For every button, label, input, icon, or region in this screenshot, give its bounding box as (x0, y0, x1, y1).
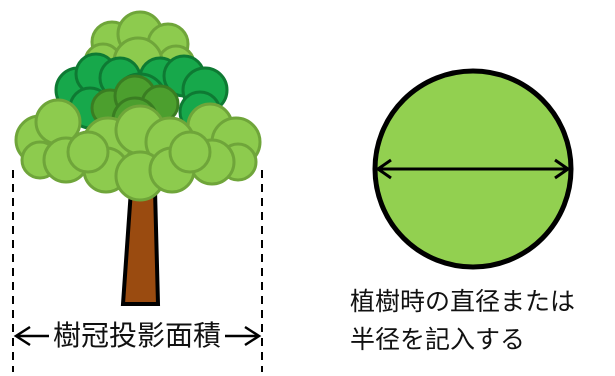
diameter-note: 植樹時の直径または 半径を記入する (350, 283, 575, 359)
diameter-arrow (375, 158, 571, 180)
crown-projection-area-label: 樹冠投影面積 (0, 316, 274, 356)
tree-trunk (120, 188, 161, 306)
note-line-1: 植樹時の直径または (350, 287, 576, 316)
note-line-2: 半径を記入する (350, 325, 526, 354)
tree-crown (14, 10, 262, 202)
